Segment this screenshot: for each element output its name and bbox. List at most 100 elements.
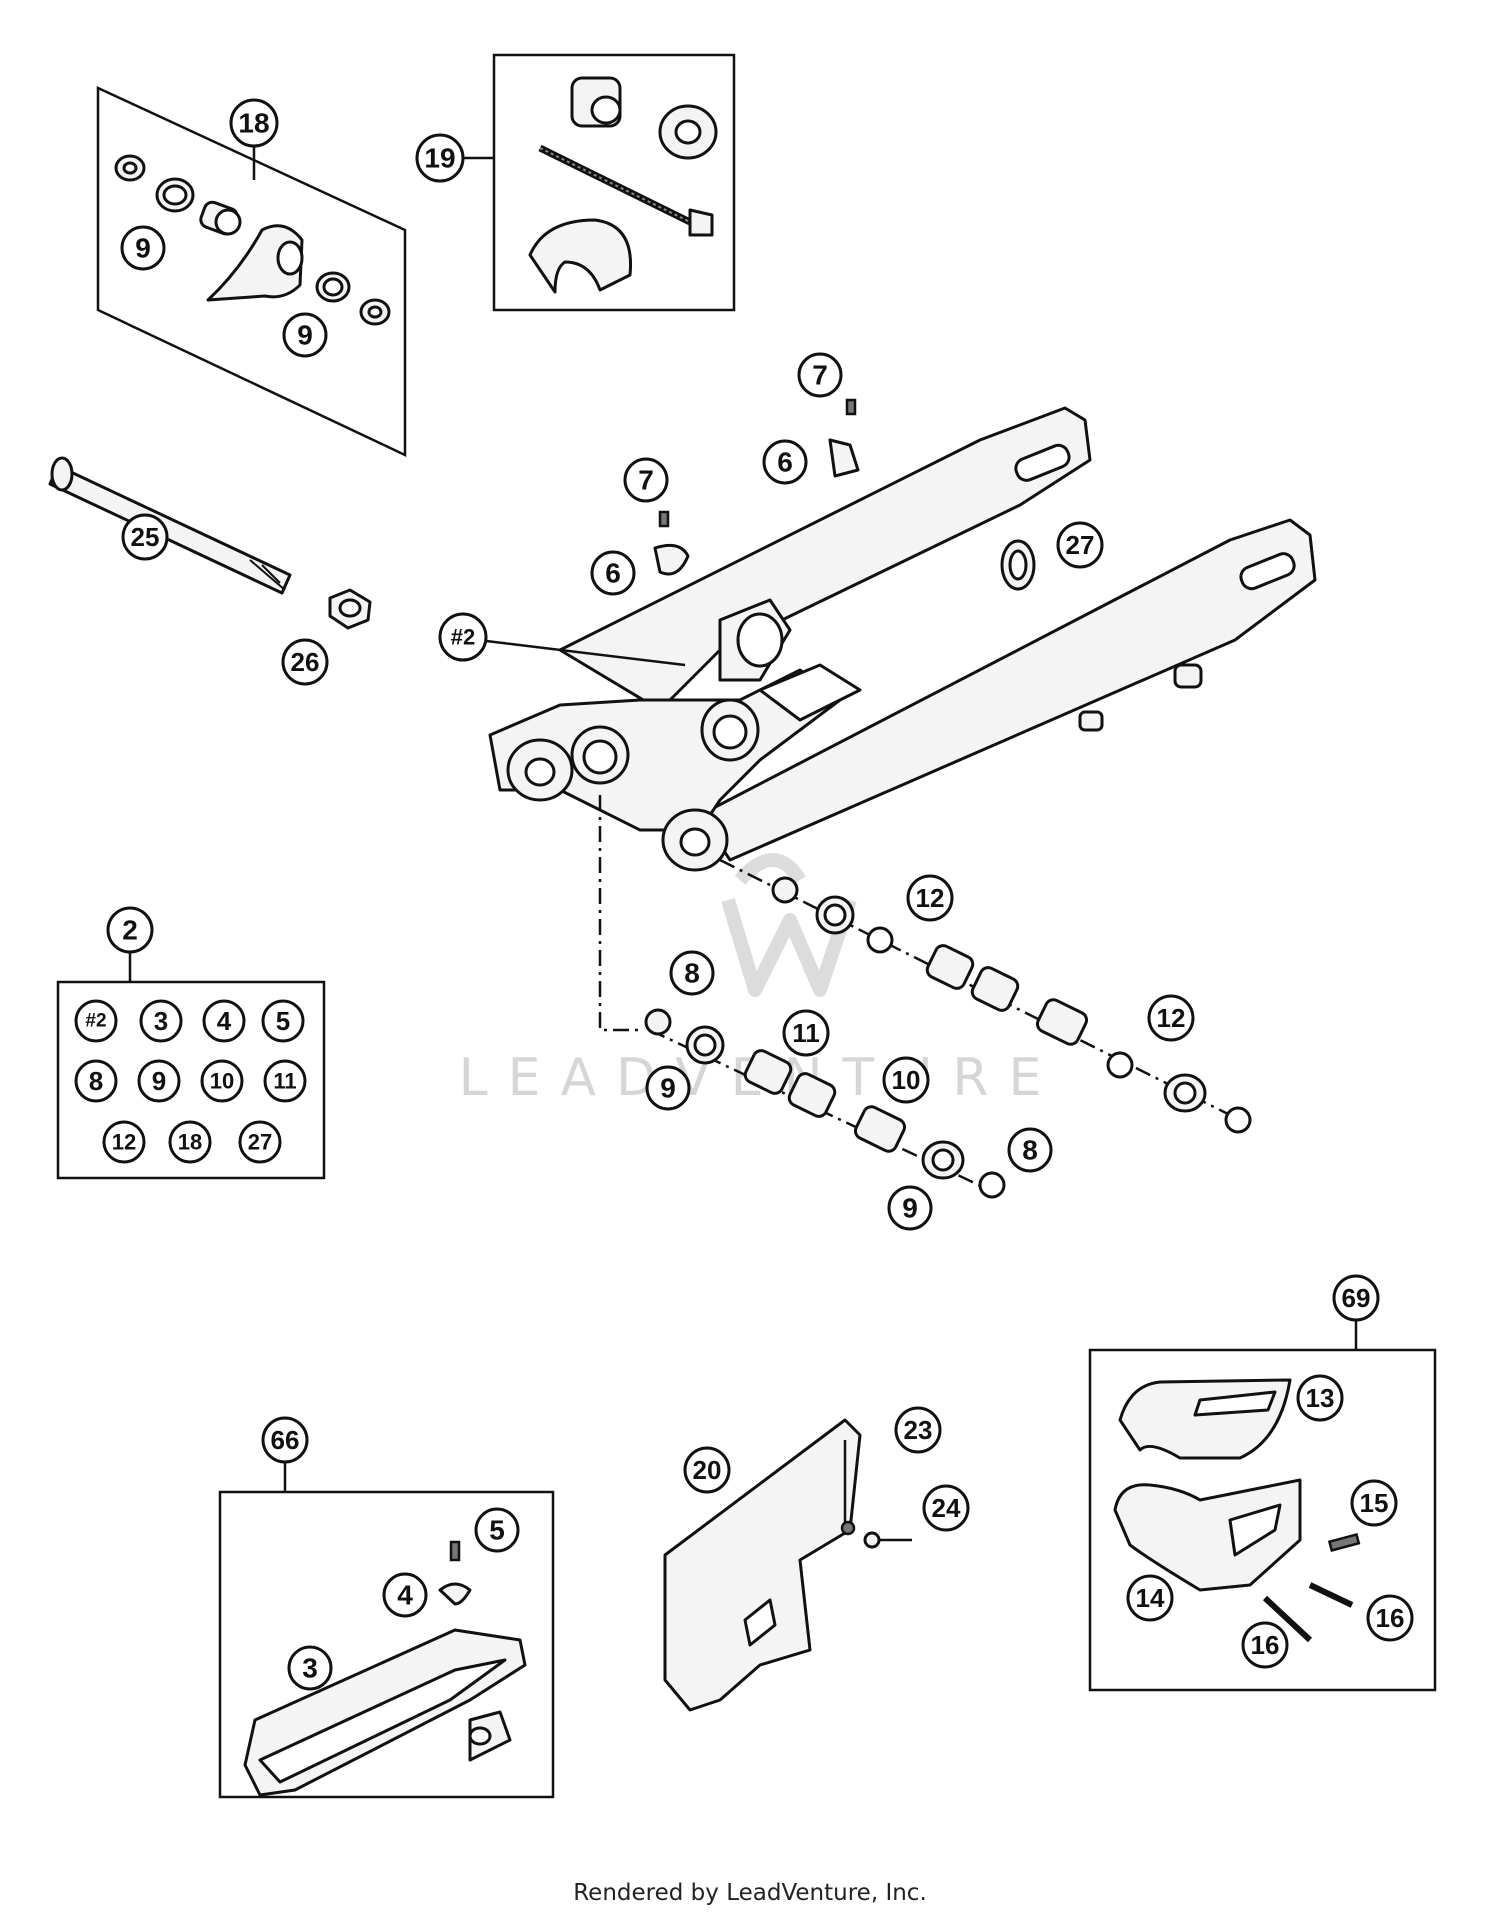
kit-2-item-2: 4 bbox=[202, 999, 246, 1043]
svg-text:9: 9 bbox=[297, 320, 313, 351]
axle-nut bbox=[328, 588, 372, 630]
callout-69: 69 bbox=[1332, 1274, 1380, 1322]
kit-2-item-3: 5 bbox=[261, 999, 305, 1043]
callout-11: 11 bbox=[782, 1009, 830, 1057]
svg-text:5: 5 bbox=[276, 1006, 290, 1036]
svg-text:12: 12 bbox=[916, 883, 945, 913]
svg-text:10: 10 bbox=[892, 1065, 921, 1095]
callout-15: 15 bbox=[1350, 1479, 1398, 1527]
callout-24: 24 bbox=[922, 1484, 970, 1532]
svg-text:18: 18 bbox=[178, 1130, 202, 1155]
svg-text:13: 13 bbox=[1306, 1383, 1335, 1413]
svg-text:19: 19 bbox=[424, 143, 455, 174]
kit-2-item-6: 10 bbox=[200, 1059, 244, 1103]
kit-2-item-8: 12 bbox=[102, 1120, 146, 1164]
svg-text:16: 16 bbox=[1251, 1630, 1280, 1660]
callout-9-d: 9 bbox=[887, 1185, 933, 1231]
svg-text:23: 23 bbox=[904, 1415, 933, 1445]
chain-guard bbox=[663, 1418, 912, 1712]
kit-66-panel bbox=[218, 1462, 555, 1799]
svg-text:9: 9 bbox=[902, 1193, 918, 1224]
callout-9-c: 9 bbox=[645, 1065, 691, 1111]
callout-14: 14 bbox=[1126, 1574, 1174, 1622]
svg-text:9: 9 bbox=[135, 233, 151, 264]
kit-2-item-5: 9 bbox=[137, 1059, 181, 1103]
svg-text:11: 11 bbox=[792, 1018, 820, 1048]
callout-26: 26 bbox=[281, 638, 329, 686]
svg-text:12: 12 bbox=[1157, 1003, 1186, 1033]
svg-text:66: 66 bbox=[271, 1425, 300, 1455]
svg-text:2: 2 bbox=[122, 915, 138, 946]
callout-66: 66 bbox=[261, 1416, 309, 1464]
leader-swingarm bbox=[477, 638, 686, 667]
svg-text:7: 7 bbox=[812, 360, 828, 391]
watermark-logo bbox=[721, 853, 857, 997]
svg-text:8: 8 bbox=[1022, 1135, 1038, 1166]
screw-and-clip-lower bbox=[653, 510, 690, 576]
callout-9-b: 9 bbox=[282, 312, 328, 358]
kit-2-item-10: 27 bbox=[238, 1120, 282, 1164]
svg-text:24: 24 bbox=[932, 1493, 961, 1523]
callout-27: 27 bbox=[1056, 521, 1104, 569]
svg-text:5: 5 bbox=[489, 1515, 505, 1546]
callout-5: 5 bbox=[474, 1507, 520, 1553]
swingarm bbox=[488, 406, 1317, 872]
callout-20: 20 bbox=[683, 1446, 731, 1494]
callout-8-a: 8 bbox=[669, 950, 715, 996]
swingarm-axle bbox=[48, 456, 292, 595]
callout-3: 3 bbox=[287, 1645, 333, 1691]
callout-4: 4 bbox=[382, 1572, 428, 1618]
bearing-stack-lower bbox=[598, 795, 1006, 1199]
svg-text:11: 11 bbox=[273, 1069, 296, 1094]
bushing-27 bbox=[1000, 539, 1036, 591]
kit-19-panel bbox=[462, 53, 736, 312]
svg-text:69: 69 bbox=[1342, 1283, 1371, 1313]
svg-text:25: 25 bbox=[131, 522, 160, 552]
svg-text:6: 6 bbox=[605, 558, 621, 589]
svg-text:15: 15 bbox=[1360, 1488, 1389, 1518]
svg-text:18: 18 bbox=[238, 108, 269, 139]
svg-text:3: 3 bbox=[302, 1653, 318, 1684]
footer-credit: Rendered by LeadVenture, Inc. bbox=[573, 1880, 927, 1906]
callout-12-a: 12 bbox=[906, 874, 954, 922]
callout-16-a: 16 bbox=[1366, 1594, 1414, 1642]
callout-13: 13 bbox=[1296, 1374, 1344, 1422]
svg-text:7: 7 bbox=[638, 465, 654, 496]
svg-text:4: 4 bbox=[397, 1580, 413, 1611]
callout-8-b: 8 bbox=[1007, 1127, 1053, 1173]
svg-text:9: 9 bbox=[152, 1066, 166, 1096]
callout-10: 10 bbox=[882, 1056, 930, 1104]
callout-hash-2: #2 bbox=[438, 612, 488, 662]
callout-16-b: 16 bbox=[1241, 1621, 1289, 1669]
svg-text:8: 8 bbox=[89, 1066, 103, 1096]
kit-18-panel bbox=[96, 86, 407, 457]
callout-19: 19 bbox=[415, 133, 465, 183]
kit-2-item-9: 18 bbox=[168, 1120, 212, 1164]
svg-text:16: 16 bbox=[1376, 1603, 1405, 1633]
svg-text:12: 12 bbox=[112, 1130, 136, 1155]
svg-text:27: 27 bbox=[248, 1130, 272, 1155]
callout-6-upper: 6 bbox=[762, 439, 808, 485]
svg-text:4: 4 bbox=[217, 1006, 232, 1036]
svg-text:10: 10 bbox=[210, 1069, 234, 1094]
svg-text:#2: #2 bbox=[85, 1011, 106, 1032]
callout-6-lower: 6 bbox=[590, 550, 636, 596]
kit-2-item-1: 3 bbox=[139, 999, 183, 1043]
kit-2-box bbox=[56, 952, 326, 1180]
kit-2-item-7: 11 bbox=[263, 1059, 307, 1103]
kit-2-item-4: 8 bbox=[74, 1059, 118, 1103]
svg-text:20: 20 bbox=[693, 1455, 722, 1485]
callout-18: 18 bbox=[229, 98, 279, 148]
callout-25: 25 bbox=[121, 513, 169, 561]
svg-text:8: 8 bbox=[684, 958, 700, 989]
svg-text:6: 6 bbox=[777, 447, 793, 478]
callout-12-b: 12 bbox=[1147, 994, 1195, 1042]
svg-text:#2: #2 bbox=[451, 625, 475, 650]
bearing-stack-upper bbox=[719, 858, 1252, 1134]
kit-69-panel bbox=[1088, 1320, 1437, 1692]
callout-7-lower: 7 bbox=[623, 457, 669, 503]
kit-2-item-0: #2 bbox=[74, 999, 118, 1043]
svg-text:3: 3 bbox=[154, 1006, 168, 1036]
callout-7-upper: 7 bbox=[797, 352, 843, 398]
